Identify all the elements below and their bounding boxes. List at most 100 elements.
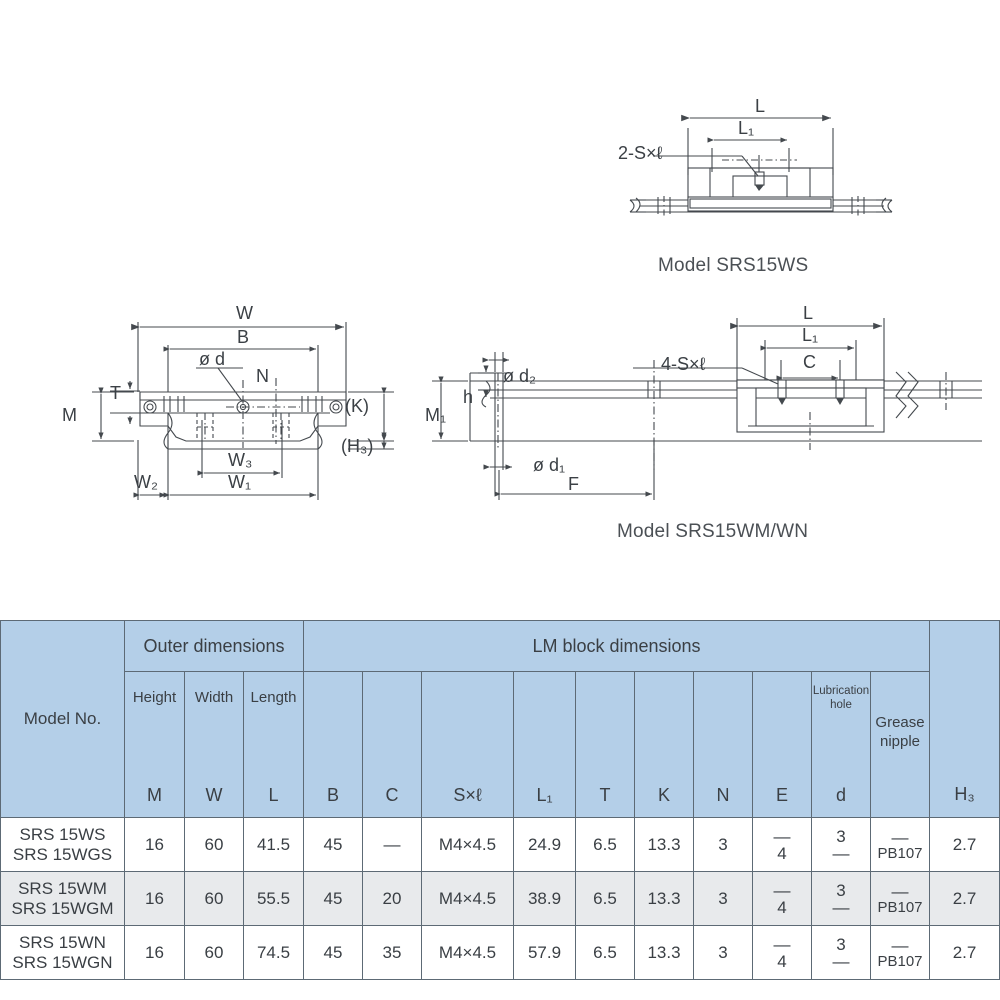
- cell-H3: 2.7: [929, 817, 1000, 872]
- cell-grease-bottom: PB107: [877, 952, 923, 970]
- cell-E: — 4: [752, 871, 812, 926]
- header-symbol-L1: L₁: [536, 784, 553, 805]
- table-row: SRS 15WS SRS 15WGS 16 60 41.5 45 — M4×4.…: [0, 817, 1000, 872]
- header-symbol-sxl: S×ℓ: [453, 784, 482, 805]
- cell-L: 41.5: [243, 817, 304, 872]
- cell-model: SRS 15WM SRS 15WGM: [0, 871, 125, 926]
- cell-E-bottom: 4: [777, 951, 787, 971]
- header-word-lubrication-line1: Lubrication: [812, 685, 870, 697]
- cell-H3: 2.7: [929, 925, 1000, 980]
- cell-M: 16: [124, 925, 185, 980]
- header-col-N: N: [693, 671, 753, 818]
- header-word-lubrication-line2: hole: [830, 699, 852, 712]
- cell-K: 13.3: [634, 871, 694, 926]
- cell-d: 3 —: [811, 925, 871, 980]
- cell-L: 55.5: [243, 871, 304, 926]
- cell-E-top: —: [773, 826, 791, 846]
- label-sec-H3: (H₃): [341, 436, 374, 456]
- header-symbol-T: T: [599, 784, 611, 805]
- cell-L1: 24.9: [513, 817, 576, 872]
- header-col-K: K: [634, 671, 694, 818]
- cell-grease-top: —: [891, 827, 909, 847]
- cell-Sxl: M4×4.5: [421, 817, 514, 872]
- model-line-1: SRS 15WN: [19, 933, 106, 953]
- header-col-C: C: [362, 671, 422, 818]
- cell-E: — 4: [752, 817, 812, 872]
- label-sec-M: M: [62, 405, 77, 425]
- cell-M: 16: [124, 817, 185, 872]
- cell-d: 3 —: [811, 817, 871, 872]
- header-symbol-E: E: [775, 784, 788, 805]
- cell-grease-top: —: [891, 881, 909, 901]
- header-lm-block-dimensions: LM block dimensions: [302, 620, 931, 672]
- header-symbol-row: Height M Width W Length L: [1, 671, 1000, 818]
- label-side-C: C: [803, 352, 816, 372]
- cell-d-bottom: —: [832, 951, 850, 971]
- cell-grease-bottom: PB107: [877, 844, 923, 862]
- header-symbol-N: N: [716, 784, 730, 805]
- cell-C: 35: [362, 925, 422, 980]
- label-sec-K: (K): [345, 396, 369, 416]
- cell-B: 45: [303, 925, 363, 980]
- top-view-geometry: [629, 114, 893, 216]
- cell-d-top: 3: [836, 880, 846, 900]
- cell-E: — 4: [752, 925, 812, 980]
- label-side-L: L: [803, 303, 814, 323]
- cell-N: 3: [693, 817, 753, 872]
- header-word-grease-nipple: Grease nipple: [871, 714, 929, 752]
- label-sec-W: W: [236, 303, 253, 323]
- technical-drawings-svg: [92, 114, 982, 500]
- cell-W: 60: [184, 817, 244, 872]
- section-view-geometry: [92, 322, 394, 500]
- label-side-dia-d2: ø d₂: [503, 366, 536, 386]
- caption-model-srs15ws: Model SRS15WS: [658, 255, 809, 276]
- header-symbol-M: M: [147, 784, 162, 805]
- cell-C: 20: [362, 871, 422, 926]
- model-line-2: SRS 15WGS: [12, 844, 113, 864]
- dimensions-table: Model No. Outer dimensions LM block dime…: [0, 620, 1000, 980]
- cell-B: 45: [303, 817, 363, 872]
- label-top-screws: 2-S×ℓ: [618, 143, 663, 163]
- cell-T: 6.5: [575, 871, 635, 926]
- model-line-1: SRS 15WS: [19, 825, 106, 845]
- cell-grease-bottom: PB107: [877, 898, 923, 916]
- header-col-Sxl: S×ℓ: [421, 671, 514, 818]
- label-side-dia-d1: ø d₁: [533, 455, 566, 475]
- cell-grease-nipple: — PB107: [869, 871, 931, 926]
- cell-K: 13.3: [634, 925, 694, 980]
- model-line-2: SRS 15WGM: [11, 898, 114, 918]
- table-head: Model No. Outer dimensions LM block dime…: [0, 620, 1000, 818]
- cell-grease-nipple: — PB107: [869, 817, 931, 872]
- header-word-width: Width: [194, 689, 234, 706]
- cell-d-top: 3: [836, 934, 846, 954]
- label-side-M1: M₁: [425, 405, 447, 425]
- header-word-grease-line1: Grease: [875, 714, 925, 731]
- model-line-1: SRS 15WM: [18, 879, 107, 899]
- label-sec-W2: W₂: [134, 472, 158, 492]
- header-col-W: Width W: [184, 671, 244, 818]
- header-col-L1: L₁: [513, 671, 576, 818]
- header-group-row: Model No. Outer dimensions LM block dime…: [0, 620, 1000, 818]
- label-side-screws: 4-S×ℓ: [661, 354, 706, 374]
- cell-grease-nipple: — PB107: [869, 925, 931, 980]
- header-col-T: T: [575, 671, 635, 818]
- header-word-height: Height: [132, 689, 177, 706]
- cell-W: 60: [184, 925, 244, 980]
- cell-W: 60: [184, 871, 244, 926]
- label-top-L: L: [755, 96, 766, 116]
- header-symbol-W: W: [205, 784, 223, 805]
- cell-E-bottom: 4: [777, 843, 787, 863]
- dimensions-table-wrapper: Model No. Outer dimensions LM block dime…: [0, 620, 1000, 980]
- table-body: SRS 15WS SRS 15WGS 16 60 41.5 45 — M4×4.…: [0, 817, 1000, 980]
- header-col-lubrication-hole: Lubrication hole d: [811, 671, 871, 818]
- drawing-area: L L₁ 2-S×ℓ Model SRS15WS W B ø d N T M (…: [62, 96, 982, 542]
- cell-T: 6.5: [575, 925, 635, 980]
- cell-grease-top: —: [891, 935, 909, 955]
- cell-E-bottom: 4: [777, 897, 787, 917]
- header-outer-dimensions: Outer dimensions: [124, 620, 304, 672]
- header-model-no: Model No.: [0, 620, 125, 818]
- header-symbol-L: L: [268, 784, 279, 805]
- label-side-F: F: [568, 474, 579, 494]
- label-sec-W1: W₁: [228, 472, 252, 492]
- header-word-length: Length: [250, 689, 297, 706]
